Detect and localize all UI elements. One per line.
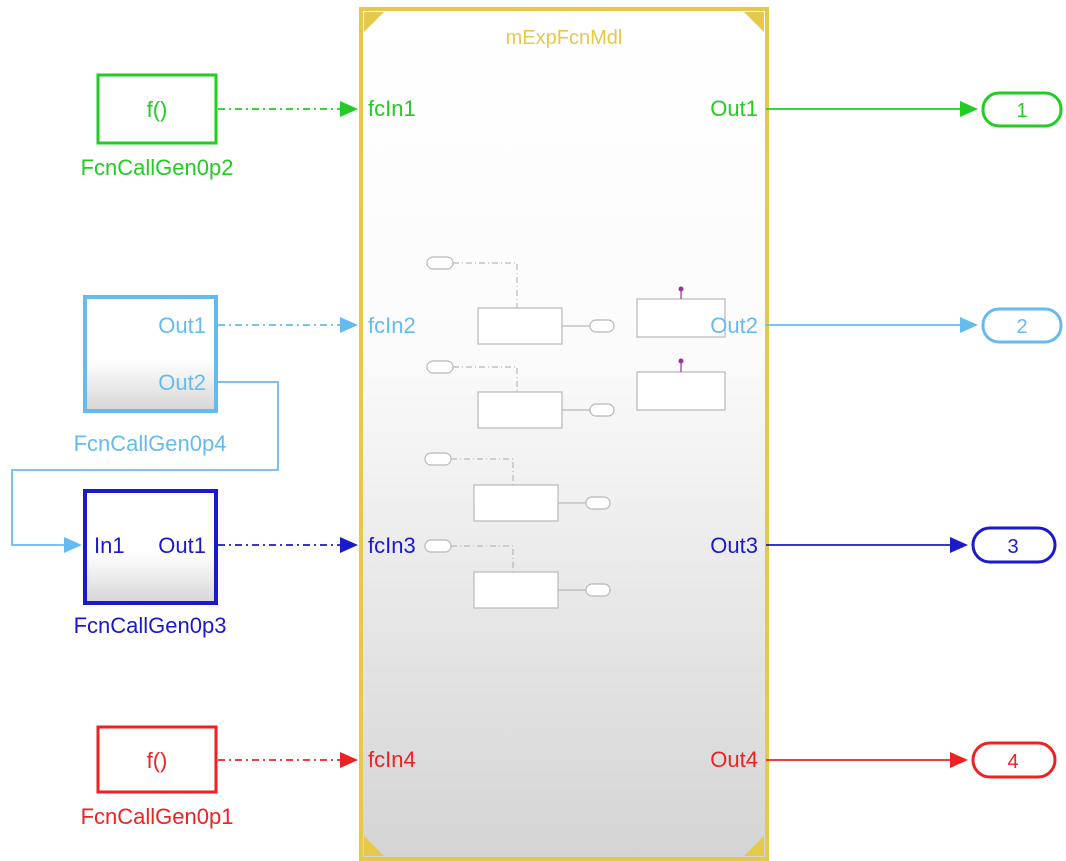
arrow-head-icon: [340, 752, 358, 768]
fcncallgen0p2-name: FcnCallGen0p2: [81, 155, 234, 180]
outport-4-number: 4: [1007, 751, 1018, 773]
corner-tl-icon: [364, 12, 384, 32]
corner-tr-icon: [744, 12, 764, 32]
model-input-fcin1: fcIn1: [368, 96, 416, 121]
fcncallgen0p2-block[interactable]: f(): [96, 73, 218, 145]
arrow-head-icon: [340, 317, 358, 333]
signal-out3[interactable]: [766, 537, 968, 553]
fcncallgen0p3-name: FcnCallGen0p3: [74, 613, 227, 638]
model-input-fcin3: fcIn3: [368, 533, 416, 558]
model-output-out4: Out4: [710, 747, 758, 772]
fcncallgen0p4-out2-label: Out2: [158, 370, 206, 395]
model-block[interactable]: mExpFcnMdl: [359, 7, 769, 861]
signal-fcin1[interactable]: [218, 101, 358, 117]
outport-3-number: 3: [1007, 536, 1018, 558]
fcncallgen0p4-out1-label: Out1: [158, 313, 206, 338]
outport-3[interactable]: 3: [971, 526, 1057, 564]
model-output-out3: Out3: [710, 533, 758, 558]
model-preview: [424, 256, 726, 609]
outport-1-number: 1: [1016, 100, 1027, 122]
fcncallgen0p3-out1-label: Out1: [158, 533, 206, 558]
corner-br-icon: [744, 836, 764, 856]
signal-out2[interactable]: [766, 317, 978, 333]
fcncallgen0p4-block[interactable]: Out1 Out2: [83, 295, 218, 413]
signal-fcin2[interactable]: [218, 317, 358, 333]
arrow-head-icon: [950, 752, 968, 768]
model-input-fcin4: fcIn4: [368, 747, 416, 772]
fcncallgen0p3-block[interactable]: In1 Out1: [83, 489, 218, 605]
outport-1[interactable]: 1: [981, 91, 1063, 128]
outport-2[interactable]: 2: [981, 307, 1063, 344]
fcncallgen0p1-function-label: f(): [147, 748, 168, 773]
outport-4[interactable]: 4: [971, 741, 1057, 779]
signal-fcin4[interactable]: [218, 752, 358, 768]
signal-fcin3[interactable]: [218, 537, 358, 553]
model-block-title: mExpFcnMdl: [506, 27, 623, 49]
signal-out1[interactable]: [766, 101, 978, 117]
fcncallgen0p2-function-label: f(): [147, 97, 168, 122]
outport-2-number: 2: [1016, 316, 1027, 338]
arrow-head-icon: [960, 317, 978, 333]
fcncallgen0p3-in1-label: In1: [94, 533, 125, 558]
model-output-out2: Out2: [710, 313, 758, 338]
signal-out4[interactable]: [766, 752, 968, 768]
fcncallgen0p1-block[interactable]: f(): [96, 725, 218, 794]
model-input-fcin2: fcIn2: [368, 313, 416, 338]
arrow-head-icon: [960, 101, 978, 117]
arrow-head-icon: [340, 537, 358, 553]
fcncallgen0p1-name: FcnCallGen0p1: [81, 804, 234, 829]
fcncallgen0p4-name: FcnCallGen0p4: [74, 431, 227, 456]
signal-p4-to-p3[interactable]: [11, 381, 279, 553]
arrow-head-icon: [64, 537, 82, 553]
arrow-head-icon: [950, 537, 968, 553]
arrow-head-icon: [340, 101, 358, 117]
model-output-out1: Out1: [710, 96, 758, 121]
corner-bl-icon: [364, 836, 384, 856]
